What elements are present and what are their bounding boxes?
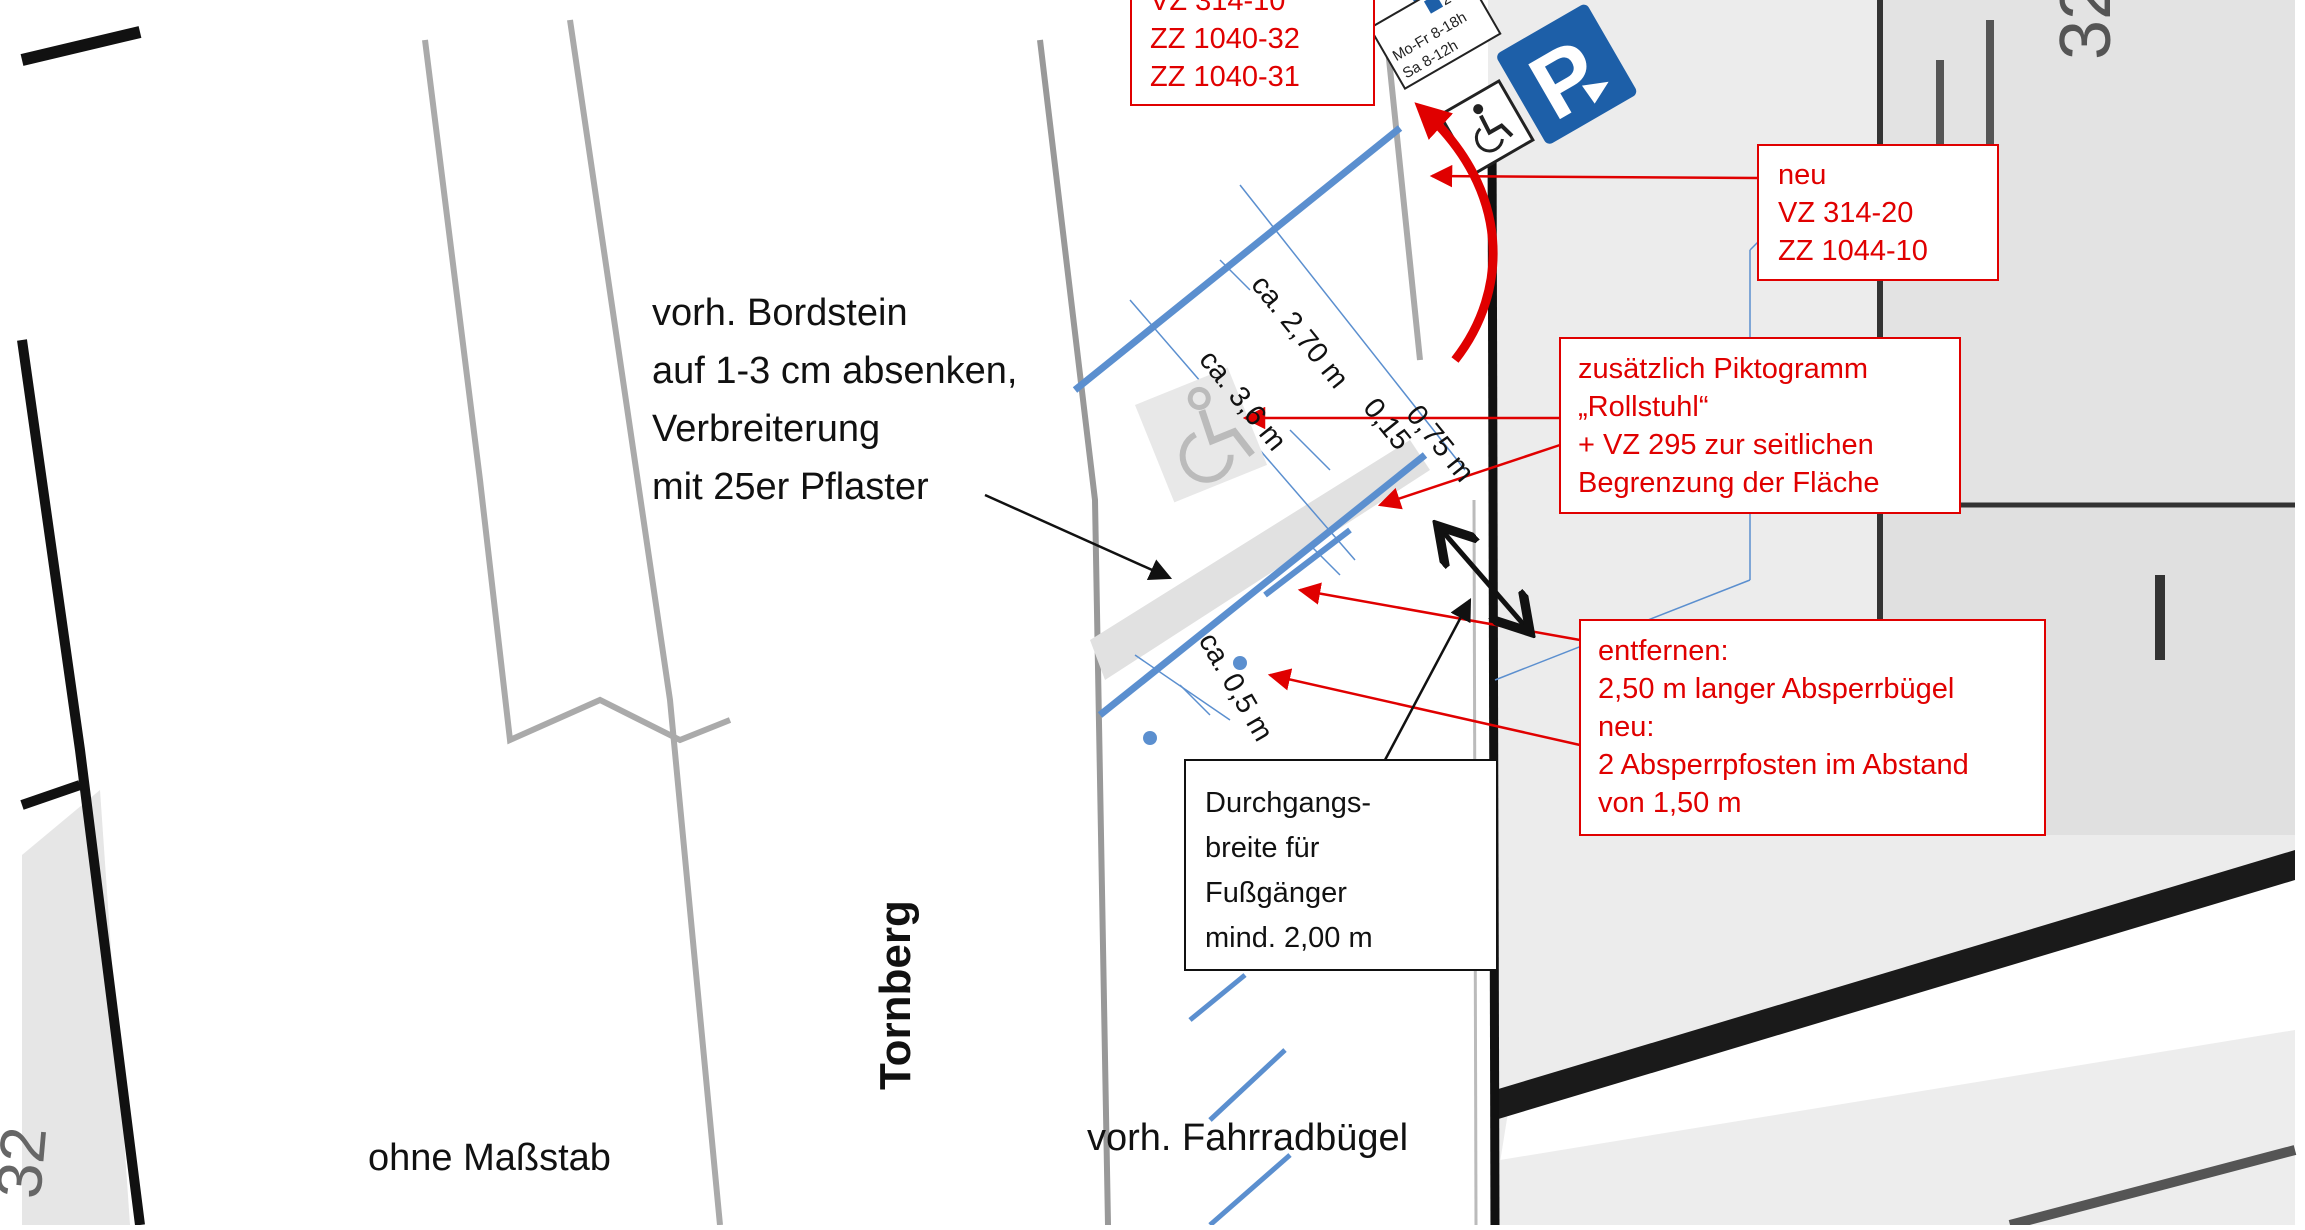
sign-note-old-line: ZZ 1040-32 — [1150, 23, 1300, 55]
paving-strip — [1090, 440, 1430, 680]
pictogram-note: zusätzlich Piktogramm „Rollstuhl“ + VZ 2… — [1559, 337, 1961, 514]
sign-note-old: VZ 314-10 ZZ 1040-32 ZZ 1040-31 — [1130, 0, 1375, 106]
bollard-note: entfernen: 2,50 m langer Absperrbügel ne… — [1579, 619, 2046, 836]
curb-note-line: mit 25er Pflaster — [652, 466, 929, 508]
hours-plate: 2 Std. Mo-Fr 8-18h Sa 8-12h — [1368, 0, 1502, 90]
walkway-width-arrow — [1438, 526, 1530, 632]
bollard-note-line: neu: — [1598, 711, 1654, 743]
property-wall — [1487, 129, 1500, 1226]
sign-note-old-line: ZZ 1040-31 — [1150, 61, 1300, 93]
bollard-note-line: von 1,50 m — [1598, 787, 1741, 819]
walkway-note-line: breite für — [1205, 832, 1320, 864]
pictogram-note-line: Begrenzung der Fläche — [1578, 467, 1879, 499]
walkway-note-line: Durchgangs- — [1205, 787, 1371, 819]
sign-note-new-line: ZZ 1044-10 — [1778, 235, 1928, 267]
sign-note-new-line: VZ 314-20 — [1778, 197, 1913, 229]
bollard-note-line: entfernen: — [1598, 635, 1729, 667]
sign-note-new-line: neu — [1778, 159, 1826, 191]
curb-note-line: vorh. Bordstein — [652, 292, 908, 334]
walkway-note-line: mind. 2,00 m — [1205, 922, 1373, 954]
dimension-width: ca. 2,70 m — [1245, 269, 1355, 394]
pictogram-note-line: + VZ 295 zur seitlichen — [1578, 429, 1874, 461]
sign-note-new: neu VZ 314-20 ZZ 1044-10 — [1757, 144, 1999, 281]
wheelchair-pictogram-icon — [1135, 367, 1268, 503]
bollard-post-icon — [1143, 731, 1157, 745]
walkway-note: Durchgangs- breite für Fußgänger mind. 2… — [1184, 759, 1498, 971]
curb-note-line: auf 1-3 cm absenken, — [652, 350, 1017, 392]
bollard-post-icon — [1233, 656, 1247, 670]
leader-lines — [984, 164, 1759, 761]
bike-rack-label: vorh. Fahrradbügel — [1087, 1117, 1408, 1159]
walkway-note-line: Fußgänger — [1205, 877, 1347, 909]
pictogram-note-line: zusätzlich Piktogramm — [1578, 353, 1868, 385]
dimension-post-gap: ca. 0,5 m — [1192, 628, 1279, 747]
sign-note-old-line: VZ 314-10 — [1150, 0, 1285, 17]
bollard-note-line: 2 Absperrpfosten im Abstand — [1598, 749, 1969, 781]
curb-note: vorh. Bordstein auf 1-3 cm absenken, Ver… — [652, 292, 1017, 508]
curb-note-line: Verbreiterung — [652, 408, 880, 450]
pictogram-note-line: „Rollstuhl“ — [1578, 391, 1709, 423]
scale-note: ohne Maßstab — [368, 1137, 611, 1179]
parcel-number: 32 — [0, 1124, 60, 1201]
parcel-number: 32 — [2046, 0, 2126, 60]
street-name: Tornberg — [871, 900, 920, 1090]
bollard-note-line: 2,50 m langer Absperrbügel — [1598, 673, 1954, 705]
curved-relocation-arrow — [1414, 102, 1498, 363]
